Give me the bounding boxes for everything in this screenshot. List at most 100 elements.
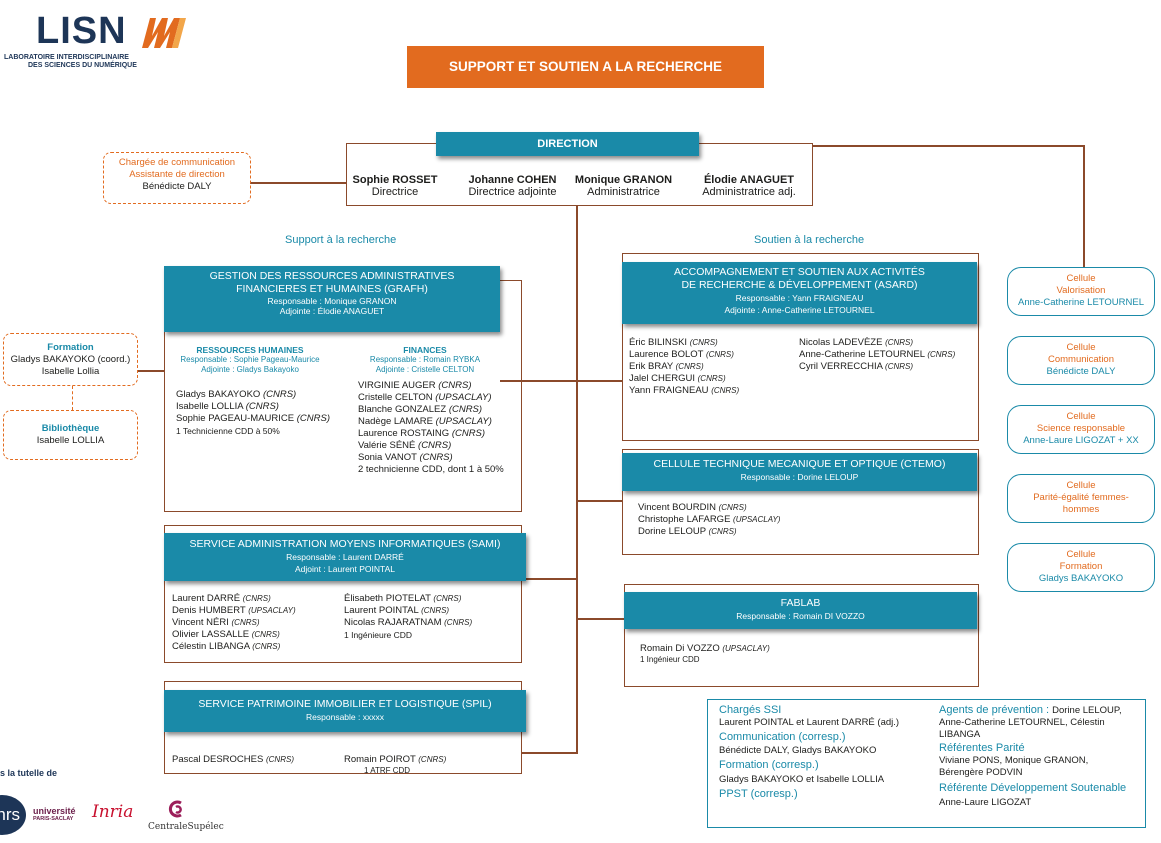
list-item: Laurent POINTAL (CNRS)	[344, 605, 450, 616]
centralesupelec-icon	[168, 800, 182, 818]
spil-header: SERVICE PATRIMOINE IMMOBILIER ET LOGISTI…	[164, 690, 526, 732]
list-item: Éric BILINSKI (CNRS)	[629, 337, 718, 348]
list-item: Vincent BOURDIN (CNRS)	[638, 502, 747, 513]
grafh-header: GESTION DES RESSOURCES ADMINISTRATIVES F…	[164, 266, 500, 332]
ctemo-box	[622, 449, 979, 555]
connector	[522, 752, 577, 754]
list-item: Nicolas LADEVÈZE (CNRS)	[799, 337, 914, 348]
rh-section: RESSOURCES HUMAINES Responsable : Sophie…	[180, 345, 320, 374]
centralesupelec-logo: CentraleSupélec	[148, 822, 224, 832]
list-item: Nicolas RAJARATNAM (CNRS)	[344, 617, 473, 628]
cnrs-logo: nrs	[0, 795, 26, 835]
contacts-box	[707, 699, 1146, 828]
connector	[500, 380, 622, 382]
finances-section: FINANCES Responsable : Romain RYBKA Adjo…	[369, 345, 481, 374]
list-item: 2 technicienne CDD, dont 1 à 50%	[358, 464, 504, 475]
spil-member: Romain POIROT (CNRS) 1 ATRF CDD	[344, 754, 446, 776]
connector	[250, 182, 347, 184]
cellule-valorisation: Cellule Valorisation Anne-Catherine LETO…	[1007, 267, 1155, 316]
banner-title: SUPPORT ET SOUTIEN A LA RECHERCHE	[448, 59, 723, 74]
direction-title: DIRECTION	[436, 132, 699, 156]
direction-person: Élodie ANAGUET Administratrice adj.	[702, 174, 796, 198]
contacts-right: Agents de prévention : Dorine LELOUP, An…	[939, 704, 1127, 808]
connector	[1083, 145, 1085, 267]
list-item: Pascal DESROCHES (CNRS)	[172, 754, 294, 765]
sami-box	[164, 525, 522, 663]
support-label: Support à la recherche	[285, 234, 397, 246]
asard-box	[622, 253, 979, 441]
logo-wordmark: LISN	[36, 10, 127, 52]
connector	[812, 145, 1084, 147]
list-item: Vincent NÉRI (CNRS)	[172, 617, 260, 628]
list-item: Denis HUMBERT (UPSACLAY)	[172, 605, 296, 616]
fablab-members: Romain Di VOZZO (UPSACLAY) 1 Ingénieur C…	[640, 643, 770, 665]
list-item: 1 Technicienne CDD à 50%	[176, 426, 280, 436]
asard-col1: Éric BILINSKI (CNRS) Laurence BOLOT (CNR…	[629, 337, 739, 397]
list-item: Sophie PAGEAU-MAURICE (CNRS)	[176, 413, 330, 424]
sami-col1: Laurent DARRÉ (CNRS) Denis HUMBERT (UPSA…	[172, 593, 296, 653]
asard-header: ACCOMPAGNEMENT ET SOUTIEN AUX ACTIVITÉS …	[622, 262, 977, 324]
logo-subtitle-1: LABORATOIRE INTERDISCIPLINAIRE	[4, 54, 129, 61]
ctemo-header: CELLULE TECHNIQUE MECANIQUE ET OPTIQUE (…	[622, 453, 977, 491]
list-item: Célestin LIBANGA (CNRS)	[172, 641, 281, 652]
sami-header: SERVICE ADMINISTRATION MOYENS INFORMATIQ…	[164, 533, 526, 581]
formation-box: Formation Gladys BAKAYOKO (coord.) Isabe…	[3, 333, 138, 386]
cellule-formation: Cellule Formation Gladys BAKAYOKO	[1007, 543, 1155, 592]
list-item: Romain Di VOZZO (UPSACLAY)	[640, 643, 770, 654]
list-item: VIRGINIE AUGER (CNRS)	[358, 380, 472, 391]
soutien-label: Soutien à la recherche	[754, 234, 865, 246]
list-item: Dorine LELOUP (CNRS)	[638, 526, 737, 537]
upsaclay-logo: université PARIS-SACLAY	[33, 806, 76, 822]
finances-members: VIRGINIE AUGER (CNRS) Cristelle CELTON (…	[358, 380, 504, 476]
spil-member: Pascal DESROCHES (CNRS)	[172, 754, 294, 766]
list-item: Laurence ROSTAING (CNRS)	[358, 428, 486, 439]
cellule-parite: Cellule Parité-égalité femmes- hommes	[1007, 474, 1155, 523]
list-item: Nadège LAMARE (UPSACLAY)	[358, 416, 492, 427]
ctemo-members: Vincent BOURDIN (CNRS) Christophe LAFARG…	[638, 502, 780, 538]
list-item: 1 ATRF CDD	[364, 766, 411, 775]
list-item: Laurence BOLOT (CNRS)	[629, 349, 734, 360]
connector	[522, 578, 576, 580]
connector	[576, 500, 622, 502]
page-banner: SUPPORT ET SOUTIEN A LA RECHERCHE	[407, 46, 764, 88]
cellule-communication: Cellule Communication Bénédicte DALY	[1007, 336, 1155, 385]
connector	[576, 618, 624, 620]
list-item: Élisabeth PIOTELAT (CNRS)	[344, 593, 462, 604]
list-item: Cyril VERRECCHIA (CNRS)	[799, 361, 914, 372]
logo-subtitle-2: DES SCIENCES DU NUMÉRIQUE	[28, 62, 137, 69]
list-item: Sonia VANOT (CNRS)	[358, 452, 453, 463]
connector	[138, 370, 164, 372]
list-item: Olivier LASSALLE (CNRS)	[172, 629, 280, 640]
list-item: Isabelle LOLLIA (CNRS)	[176, 401, 279, 412]
contacts-left: Chargés SSI Laurent POINTAL et Laurent D…	[719, 704, 900, 800]
list-item: Valérie SÉNÉ (CNRS)	[358, 440, 452, 451]
list-item: Romain POIROT (CNRS)	[344, 754, 447, 765]
lisn-logo: LISN LABORATOIRE INTERDISCIPLINAIRE DES …	[4, 10, 200, 70]
connector-dashed	[72, 386, 75, 410]
list-item: 1 Ingénieure CDD	[344, 630, 413, 640]
list-item: Laurent DARRÉ (CNRS)	[172, 593, 271, 604]
fablab-header: FABLAB Responsable : Romain DI VOZZO	[624, 592, 977, 629]
direction-person: Johanne COHEN Directrice adjointe	[468, 174, 557, 198]
list-item: Yann FRAIGNEAU (CNRS)	[629, 385, 740, 396]
inria-logo: Inria	[92, 802, 134, 822]
list-item: 1 Ingénieur CDD	[640, 655, 700, 664]
sami-col2: Élisabeth PIOTELAT (CNRS) Laurent POINTA…	[344, 593, 472, 641]
list-item: Anne-Catherine LETOURNEL (CNRS)	[799, 349, 956, 360]
list-item: Cristelle CELTON (UPSACLAY)	[358, 392, 492, 403]
connector	[576, 206, 578, 754]
list-item: Blanche GONZALEZ (CNRS)	[358, 404, 483, 415]
fablab-box	[624, 584, 979, 687]
asard-col2: Nicolas LADEVÈZE (CNRS) Anne-Catherine L…	[799, 337, 955, 373]
bibliotheque-box: Bibliothèque Isabelle LOLLIA	[3, 410, 138, 460]
list-item: Gladys BAKAYOKO (CNRS)	[176, 389, 297, 400]
list-item: Christophe LAFARGE (UPSACLAY)	[638, 514, 781, 525]
list-item: Jalel CHERGUI (CNRS)	[629, 373, 726, 384]
direction-person: Monique GRANON Administratrice	[574, 174, 673, 198]
direction-person: Sophie ROSSET Directrice	[352, 174, 438, 198]
rh-members: Gladys BAKAYOKO (CNRS) Isabelle LOLLIA (…	[176, 389, 330, 437]
cellule-science-responsable: Cellule Science responsable Anne-Laure L…	[1007, 405, 1155, 454]
logo-mark-icon	[142, 18, 186, 48]
list-item: Erik BRAY (CNRS)	[629, 361, 704, 372]
communication-assistant-box: Chargée de communication Assistante de d…	[103, 152, 251, 204]
